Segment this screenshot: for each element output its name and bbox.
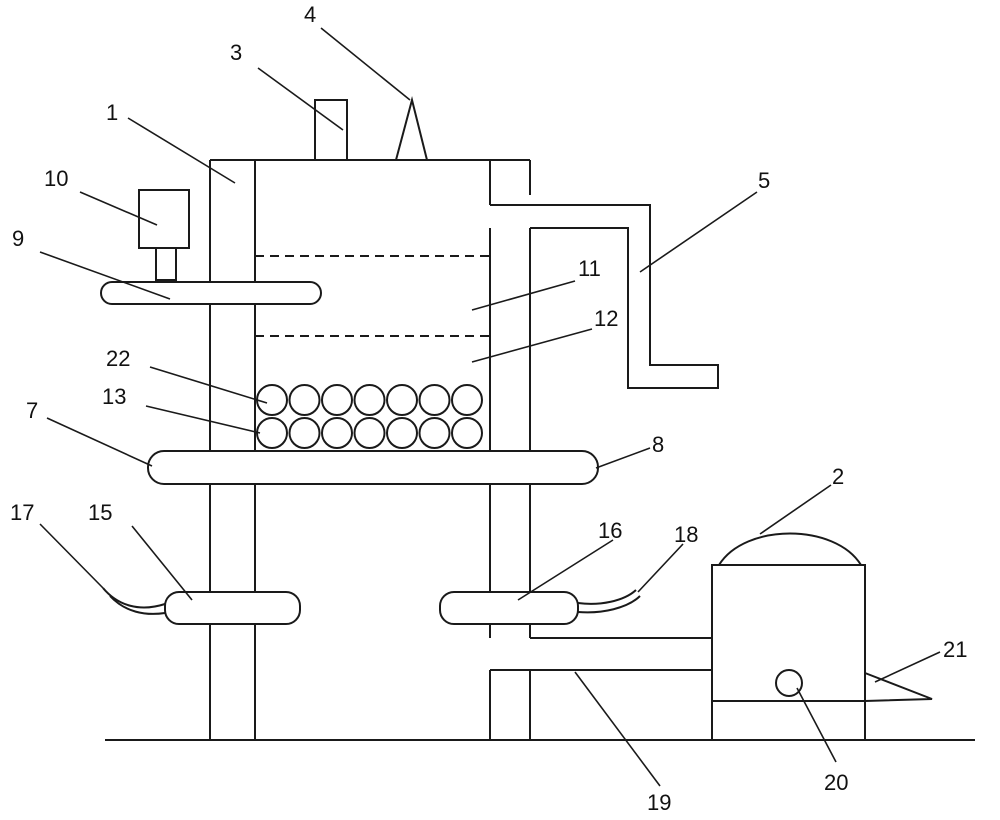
packing-ball <box>256 417 288 449</box>
label-13: 13 <box>102 384 126 409</box>
right-gas-inlet <box>439 591 579 625</box>
packing-ball <box>353 417 386 449</box>
label-11: 11 <box>578 256 601 281</box>
label-21: 21 <box>943 637 967 662</box>
packing-ball <box>288 417 321 449</box>
packing-balls <box>256 384 483 449</box>
label-9: 9 <box>12 226 24 251</box>
leader-lines <box>39 27 941 787</box>
main-crossbeam <box>147 450 599 485</box>
label-4: 4 <box>304 2 316 27</box>
label-20: 20 <box>824 770 848 795</box>
tank <box>711 532 866 741</box>
upper-support-plate <box>100 281 322 305</box>
label-3: 3 <box>230 40 242 65</box>
left-hose-lower <box>109 595 166 615</box>
right-hose-upper <box>577 589 637 605</box>
label-12: 12 <box>594 306 618 331</box>
tank-outlet-spout <box>864 672 933 702</box>
label-16: 16 <box>598 518 622 543</box>
packing-ball <box>256 384 288 416</box>
packing-ball <box>288 384 321 416</box>
packing-ball <box>321 384 353 416</box>
left-gas-inlet <box>164 591 301 625</box>
packing-ball <box>418 417 451 449</box>
top-cone-outlet <box>394 96 429 161</box>
label-8: 8 <box>652 432 664 457</box>
packing-ball <box>321 417 353 449</box>
left-hose-upper <box>102 587 166 609</box>
part-numbers: 1 3 4 5 10 9 11 12 22 13 7 8 17 15 16 18… <box>10 2 967 815</box>
label-7: 7 <box>26 398 38 423</box>
packing-ball <box>451 417 483 449</box>
packing-ball <box>353 384 386 416</box>
label-22: 22 <box>106 346 130 371</box>
right-hose-lower <box>577 595 641 614</box>
packing-ball <box>386 417 418 449</box>
motor <box>138 189 190 281</box>
label-18: 18 <box>674 522 698 547</box>
label-5: 5 <box>758 168 770 193</box>
label-15: 15 <box>88 500 112 525</box>
label-2: 2 <box>832 464 844 489</box>
packing-ball <box>418 384 451 416</box>
tank-valve <box>775 669 803 697</box>
side-pipe <box>490 204 719 389</box>
label-1: 1 <box>106 100 118 125</box>
label-19: 19 <box>647 790 671 815</box>
packing-ball <box>451 384 483 416</box>
label-10: 10 <box>44 166 68 191</box>
packing-ball <box>386 384 418 416</box>
label-17: 17 <box>10 500 34 525</box>
